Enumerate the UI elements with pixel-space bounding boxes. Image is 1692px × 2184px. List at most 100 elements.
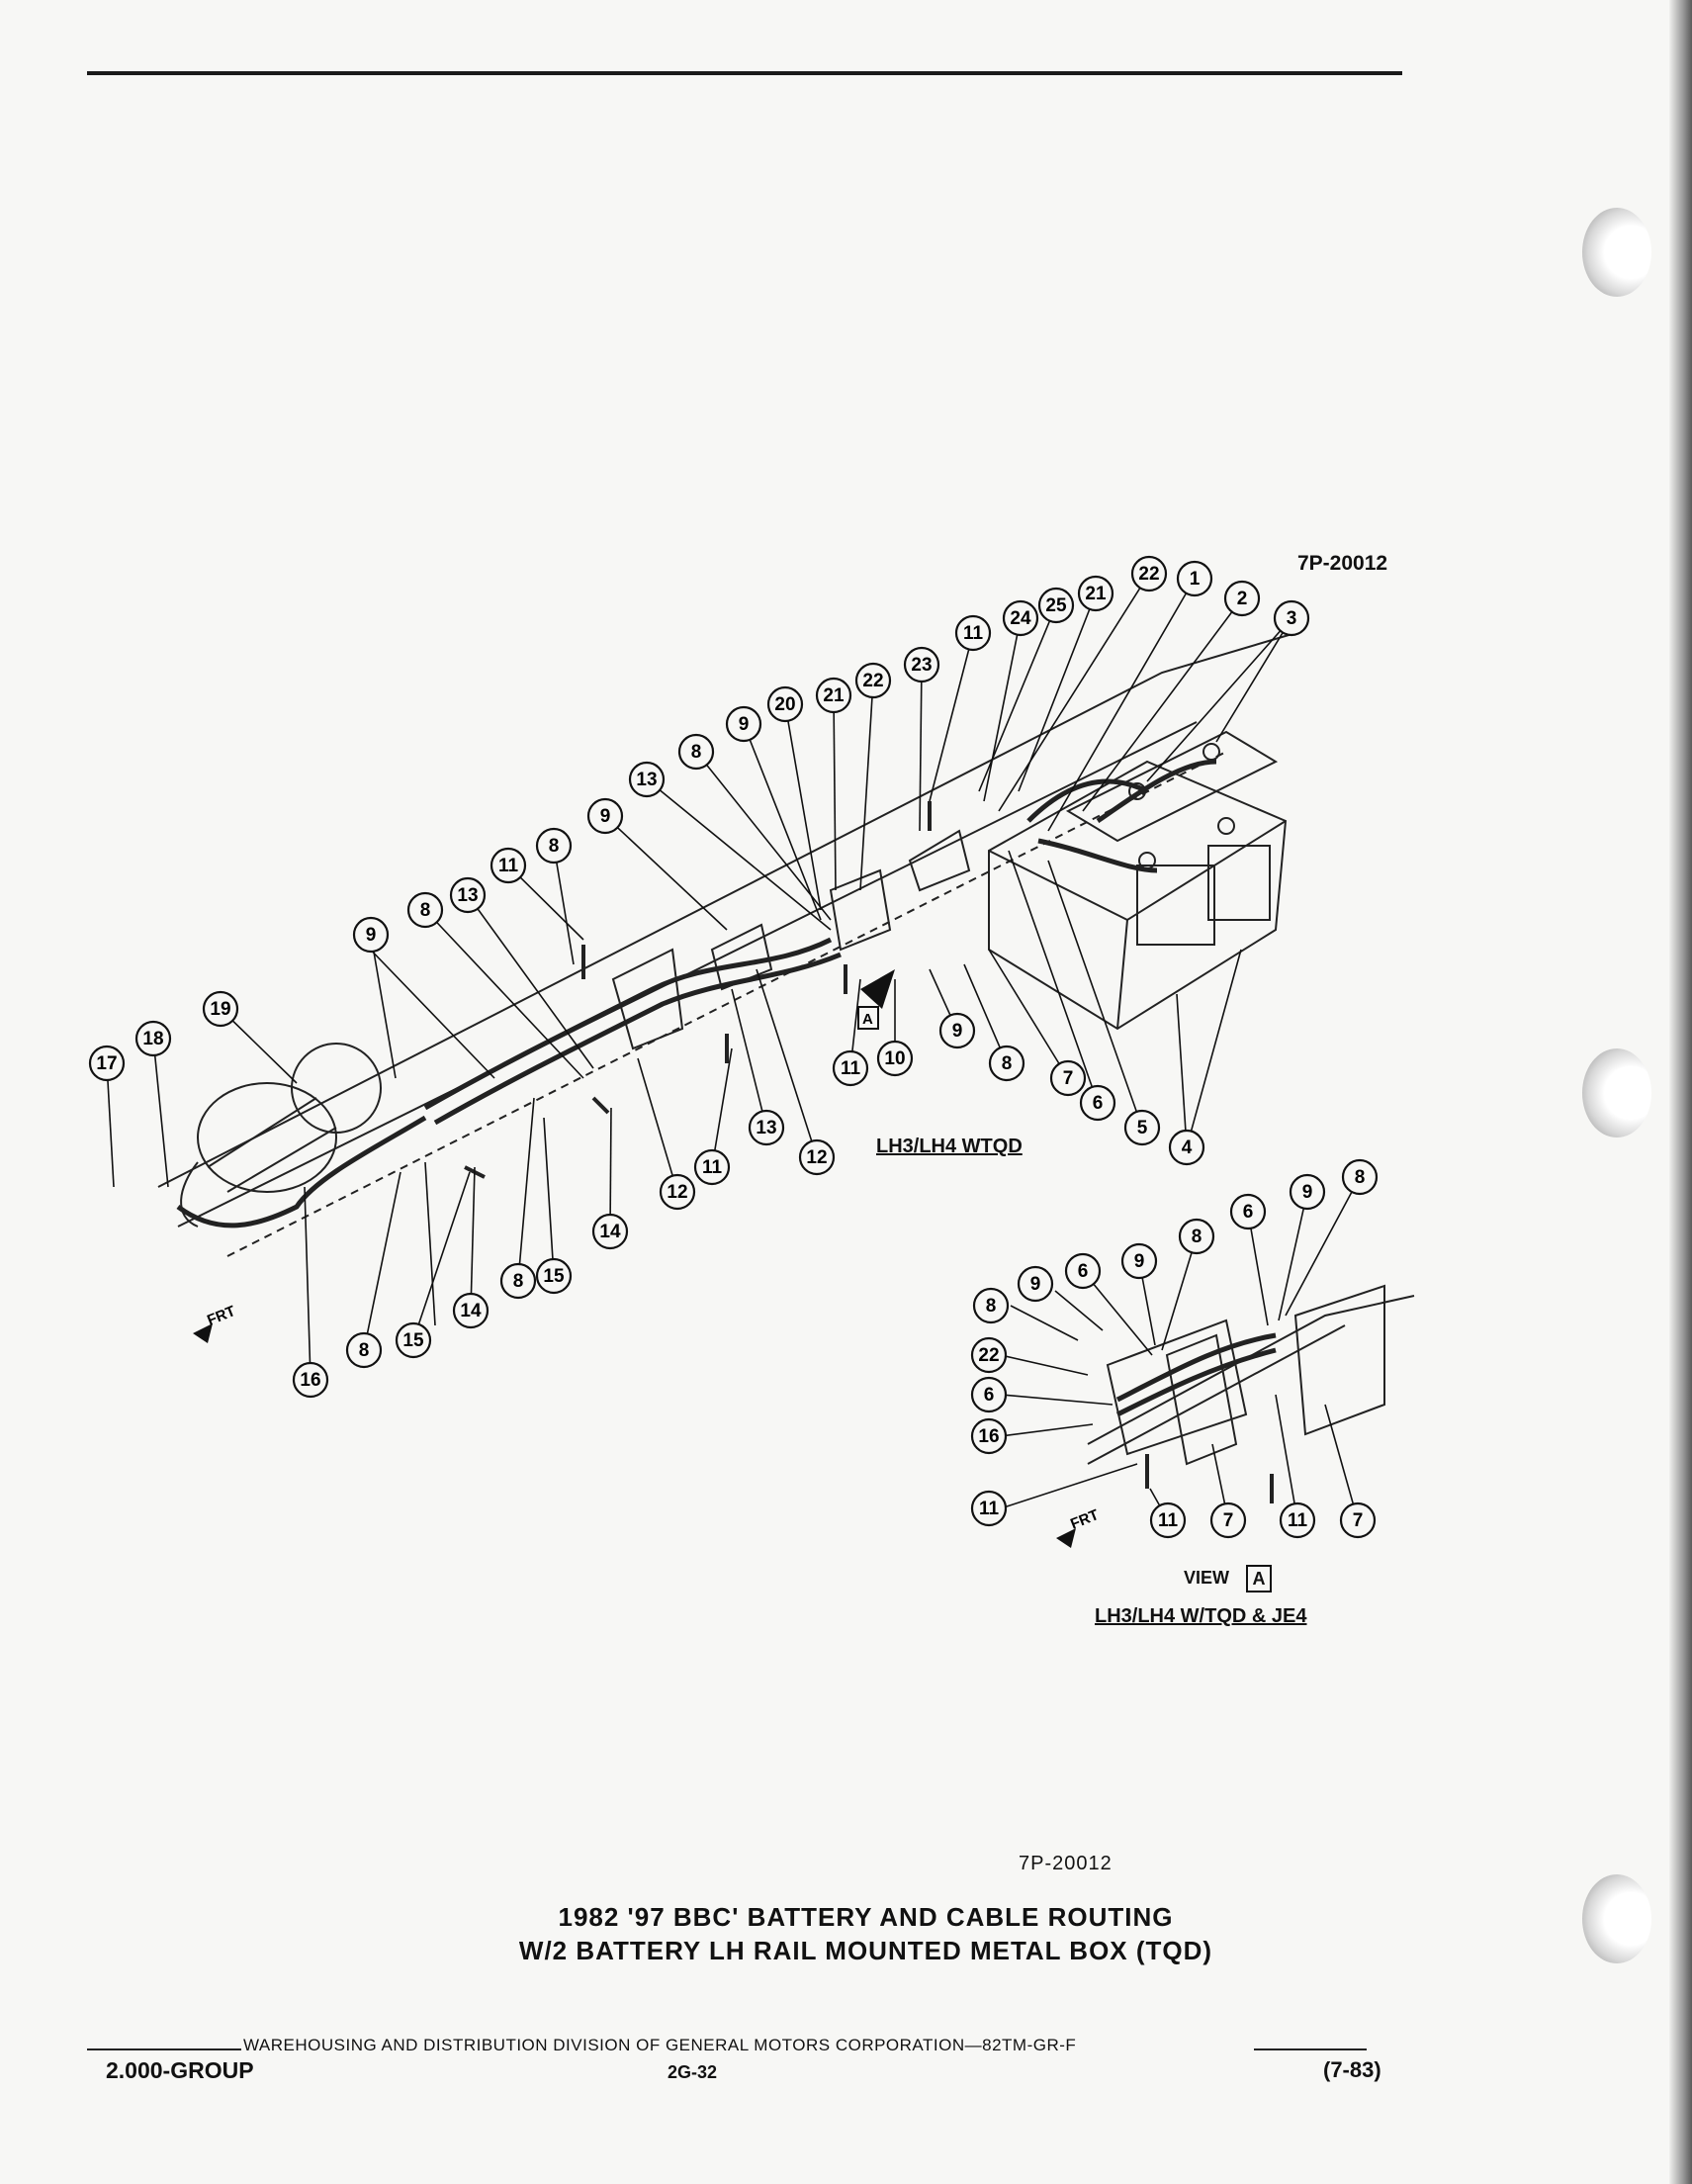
view-callout-label: 11 bbox=[979, 1499, 1000, 1519]
view-callout-label: 7 bbox=[1223, 1510, 1234, 1531]
callout-circle bbox=[1168, 1129, 1205, 1166]
footer-division-text: WAREHOUSING AND DISTRIBUTION DIVISION OF… bbox=[243, 2036, 1077, 2054]
view-callout-circle bbox=[1149, 1502, 1187, 1539]
callout-label: 12 bbox=[667, 1182, 687, 1203]
view-label: VIEW bbox=[1184, 1568, 1230, 1588]
view-callout-circle bbox=[970, 1490, 1008, 1527]
callout-circle bbox=[591, 1213, 629, 1250]
view-callout-circle bbox=[970, 1336, 1008, 1374]
callout-circle bbox=[815, 677, 852, 714]
callout-label: 13 bbox=[756, 1118, 776, 1138]
callout-circle bbox=[903, 646, 940, 683]
callout-circle bbox=[876, 1040, 914, 1077]
view-callout-circle bbox=[970, 1376, 1008, 1413]
callout-label: 11 bbox=[841, 1058, 861, 1079]
callout-circle bbox=[748, 1109, 785, 1146]
callout-label: 22 bbox=[862, 671, 883, 691]
figure-id-bottom: 7P-20012 bbox=[1019, 1853, 1113, 1874]
callout-label: 1 bbox=[1190, 569, 1201, 590]
view-callout-label: 11 bbox=[1158, 1510, 1179, 1531]
callout-circle bbox=[938, 1012, 976, 1049]
callout-circle bbox=[1002, 599, 1039, 637]
callout-circle bbox=[490, 847, 527, 884]
callout-label: 2 bbox=[1237, 589, 1248, 609]
leader-lines bbox=[106, 573, 1292, 1381]
callout-circle bbox=[345, 1331, 383, 1369]
callout-label: 24 bbox=[1010, 608, 1031, 629]
callout-circle bbox=[202, 990, 239, 1028]
view-callout-label: 9 bbox=[1302, 1182, 1313, 1203]
callout-label: 14 bbox=[460, 1301, 482, 1321]
callout-label: 9 bbox=[739, 714, 750, 735]
callout-circle bbox=[1273, 599, 1310, 637]
callout-circle bbox=[725, 705, 762, 743]
callout-label: 11 bbox=[963, 623, 984, 644]
callout-circle bbox=[677, 733, 715, 771]
binder-hole-top bbox=[1582, 208, 1651, 297]
callout-circle bbox=[766, 685, 804, 723]
callout-label: 19 bbox=[210, 999, 230, 1020]
figure-title-line1: 1982 '97 BBC' BATTERY AND CABLE ROUTING bbox=[558, 1902, 1174, 1932]
callout-circle bbox=[798, 1138, 836, 1176]
callout-label: 15 bbox=[402, 1330, 424, 1351]
callout-label: 5 bbox=[1137, 1118, 1148, 1138]
binder-hole-middle bbox=[1582, 1048, 1651, 1138]
callout-label: 8 bbox=[549, 836, 560, 857]
view-callout-circle bbox=[1341, 1158, 1379, 1196]
view-callout-circle bbox=[970, 1417, 1008, 1455]
view-callout-label: 8 bbox=[1192, 1227, 1202, 1247]
figure-id-top: 7P-20012 bbox=[1297, 552, 1388, 575]
callout-circle bbox=[1037, 587, 1075, 624]
callout-label: 8 bbox=[513, 1271, 524, 1292]
callout-circle bbox=[954, 614, 992, 652]
view-callout-label: 9 bbox=[1134, 1251, 1145, 1272]
variant-label-main: LH3/LH4 WTQD bbox=[876, 1136, 1023, 1157]
view-callout-label: 22 bbox=[978, 1345, 999, 1366]
callout-label: 10 bbox=[884, 1048, 905, 1069]
callout-circle bbox=[499, 1262, 537, 1300]
callout-circle bbox=[352, 916, 390, 954]
callout-label: 8 bbox=[359, 1340, 370, 1361]
view-callout-label: 6 bbox=[1078, 1261, 1089, 1282]
view-callout-label: 11 bbox=[1288, 1510, 1308, 1531]
callout-label: 6 bbox=[1093, 1093, 1104, 1114]
callout-circle bbox=[854, 662, 892, 699]
callout-circle bbox=[406, 891, 444, 929]
footer-rule-right bbox=[1254, 2048, 1367, 2050]
callout-circle bbox=[452, 1292, 490, 1329]
callout-circle bbox=[1077, 575, 1114, 612]
view-letter-box: A bbox=[1246, 1565, 1272, 1592]
callout-label: 18 bbox=[142, 1029, 163, 1049]
callout-label: 15 bbox=[543, 1266, 565, 1287]
front-label-view: FRT bbox=[1068, 1506, 1101, 1533]
callout-circle bbox=[88, 1045, 126, 1082]
view-a-marker: A bbox=[857, 969, 895, 1030]
callout-circle bbox=[1123, 1109, 1161, 1146]
top-rule bbox=[87, 71, 1402, 75]
callout-circle bbox=[1049, 1059, 1087, 1097]
callout-circle bbox=[1130, 555, 1168, 592]
callout-label: 25 bbox=[1045, 595, 1067, 616]
callout-label: 12 bbox=[806, 1147, 827, 1168]
view-callout-circle bbox=[1120, 1242, 1158, 1280]
callout-label: 20 bbox=[774, 694, 795, 715]
callout-label: 17 bbox=[96, 1053, 117, 1074]
callout-label: 21 bbox=[1085, 584, 1107, 604]
figure-title-line2: W/2 BATTERY LH RAIL MOUNTED METAL BOX (T… bbox=[518, 1936, 1213, 1965]
callout-label: 23 bbox=[911, 655, 932, 676]
view-callout-circle bbox=[1017, 1265, 1054, 1303]
callout-label: 7 bbox=[1063, 1068, 1074, 1089]
variant-label-view: LH3/LH4 W/TQD & JE4 bbox=[1095, 1605, 1307, 1627]
leader-lines-view bbox=[1000, 1176, 1361, 1521]
page-edge-shadow bbox=[1669, 0, 1692, 2184]
callout-circle bbox=[988, 1045, 1025, 1082]
callout-label: 14 bbox=[599, 1222, 621, 1242]
front-label-main: FRT bbox=[205, 1303, 237, 1329]
callout-label: 11 bbox=[702, 1157, 723, 1178]
footer-page-number: 2G-32 bbox=[668, 2062, 718, 2082]
front-direction-arrow: FRT bbox=[193, 1303, 238, 1343]
callout-label: 4 bbox=[1182, 1138, 1193, 1158]
view-a-inset-drawing bbox=[1087, 1284, 1415, 1503]
